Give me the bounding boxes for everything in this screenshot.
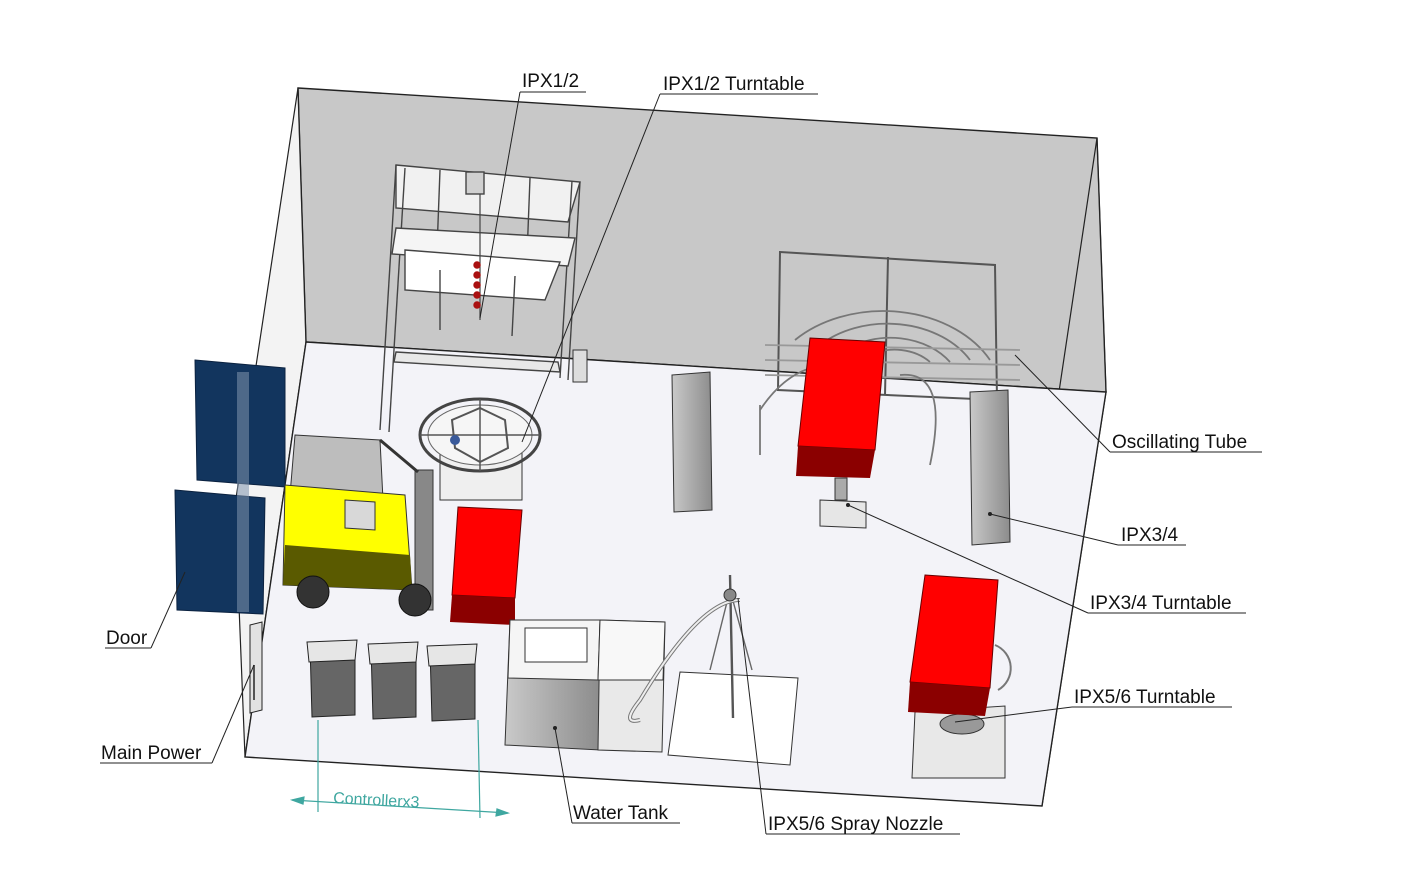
- leader-ipx34-turntable: [847, 504, 1089, 614]
- leader-ipx12: [479, 91, 521, 319]
- label-ipx34: IPX3/4: [1121, 525, 1178, 546]
- water-tank: [504, 619, 666, 753]
- leader-main-power: [211, 664, 255, 764]
- door-frame-strip: [237, 372, 249, 612]
- door-panel-lower: [174, 489, 266, 615]
- leader-lines: [100, 91, 1262, 835]
- label-oscillating-tube: Oscillating Tube: [1112, 432, 1247, 453]
- leader-spray-nozzle: [737, 597, 767, 835]
- leader-door: [150, 571, 186, 649]
- ipx12-turntable: [418, 397, 542, 501]
- leader-ipx12-turntable: [521, 93, 661, 443]
- label-ipx12: IPX1/2: [522, 71, 579, 92]
- forklift: [282, 434, 434, 617]
- leader-water-tank: [554, 727, 573, 824]
- ipx34-red-box: [796, 337, 886, 478]
- labels: IPX1/2 IPX1/2 Turntable Oscillating Tube…: [101, 71, 1247, 835]
- leader-ipx56-turntable: [954, 706, 1073, 723]
- label-ipx56-spray-nozzle: IPX5/6 Spray Nozzle: [768, 814, 943, 835]
- ipx34-cabinet: [969, 389, 1011, 546]
- label-main-power: Main Power: [101, 743, 202, 764]
- label-ipx56-turntable: IPX5/6 Turntable: [1074, 687, 1216, 708]
- label-door: Door: [106, 628, 148, 649]
- controllers: [306, 639, 478, 722]
- leader-oscillating-tube: [1014, 354, 1111, 453]
- label-ipx34-turntable: IPX3/4 Turntable: [1090, 593, 1232, 614]
- controllers-dimension: [289, 719, 511, 819]
- door: [174, 359, 286, 615]
- ipx56-spray-nozzle: [628, 574, 799, 766]
- ipx34-left-cabinet: [671, 371, 713, 513]
- label-water-tank: Water Tank: [573, 803, 669, 824]
- label-ipx12-turntable: IPX1/2 Turntable: [663, 74, 805, 95]
- ipx12-rain-frame: [379, 164, 581, 433]
- controller-3: [426, 643, 478, 722]
- main-power-box: [249, 621, 263, 714]
- controller-1: [306, 639, 358, 718]
- ipx12-side-box: [572, 349, 588, 383]
- forklift-red-box: [450, 506, 523, 625]
- label-controllers: Controllerx3: [333, 790, 420, 811]
- ipx34-turntable: [819, 477, 867, 529]
- leader-ipx34: [989, 513, 1119, 546]
- ipx56-red-box: [908, 574, 999, 716]
- controller-2: [367, 641, 419, 720]
